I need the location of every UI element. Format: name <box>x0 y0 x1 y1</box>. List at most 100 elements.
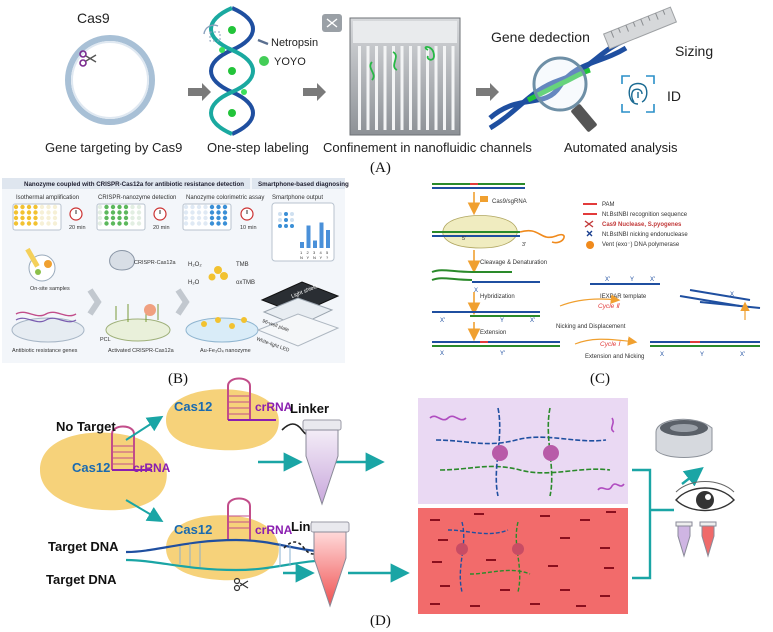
bar-label-5: 5 <box>326 250 329 255</box>
bar-1 <box>300 242 304 248</box>
well <box>136 210 142 215</box>
b-h2o2: H₂O₂ <box>188 262 202 268</box>
well <box>52 204 58 210</box>
d-cas12-bottom: Cas12 <box>174 522 212 537</box>
well <box>216 210 221 215</box>
c-legend-vent: Vent (exo⁻) DNA polymerase <box>602 242 680 248</box>
timer-icon-1 <box>69 207 83 221</box>
arrow-no-target <box>125 415 164 441</box>
panel-a-tag: (A) <box>370 160 391 176</box>
d-cas12-top: Cas12 <box>174 399 212 414</box>
sample-vial <box>25 247 56 282</box>
well <box>136 215 142 221</box>
nicking-x-icon <box>586 230 593 237</box>
panel-b: Nanozyme coupled with CRISPR-Cas12a for … <box>2 178 349 387</box>
mini-well <box>284 212 288 216</box>
timer-icon-3 <box>240 207 254 221</box>
b-nanozyme: Au-Fe₃O₄ nanozyme <box>200 348 251 354</box>
well <box>216 204 221 210</box>
chevron-1 <box>87 288 102 316</box>
c-3prime: 3' <box>522 242 526 248</box>
well <box>13 221 19 226</box>
c-cycle1: Cycle Ⅰ <box>600 341 621 348</box>
tube-purple <box>302 419 342 506</box>
panel-b-banner-text: Nanozyme coupled with CRISPR-Cas12a for … <box>24 181 244 188</box>
result-tubes <box>675 521 717 558</box>
well <box>52 215 58 221</box>
gene-dedection-label: Gene dedection <box>491 29 590 45</box>
well <box>13 215 19 221</box>
b-h2o: H₂O <box>188 280 200 286</box>
c-xp1: X' <box>440 318 445 324</box>
d-linker-top: Linker <box>290 401 329 416</box>
nanoparticle-2 <box>543 445 559 461</box>
d-target-dna-2: Target DNA <box>46 572 117 587</box>
netropsin-icon <box>257 38 269 46</box>
well <box>39 215 45 221</box>
b-col4: Smartphone output <box>272 195 323 201</box>
connector-bracket <box>632 468 674 580</box>
well <box>33 221 38 226</box>
d-crrna-top: crRNA <box>255 400 293 414</box>
ruler-icon <box>602 6 678 50</box>
template-strands: X' Y X' X <box>590 277 761 309</box>
bar-3 <box>313 240 317 248</box>
well <box>130 221 135 226</box>
dna-helix-labeled <box>209 6 255 136</box>
mini-well <box>290 212 294 216</box>
well <box>104 204 109 210</box>
c-xp-tmpl: X' <box>605 277 610 283</box>
nanochannel <box>451 46 455 130</box>
cas12a-protein <box>109 250 135 271</box>
bar-label-2: 2 <box>307 250 310 255</box>
well <box>123 221 129 226</box>
nanoparticle-3 <box>456 543 468 555</box>
scissors-icon-d <box>233 577 249 592</box>
plasmid-ring <box>65 35 155 125</box>
c-5prime: 5' <box>462 236 466 242</box>
c-legend: PAM Nt.BstNBI recognition sequence Cas9 … <box>583 202 688 249</box>
activated-well <box>105 304 171 342</box>
well <box>110 221 116 226</box>
well <box>97 204 103 210</box>
well <box>39 210 45 215</box>
mini-well <box>278 218 282 222</box>
step1-caption: Gene targeting by Cas9 <box>45 140 182 155</box>
well <box>216 215 221 221</box>
extended-duplex: X Y' <box>432 341 560 357</box>
nanoparticle-4 <box>512 543 524 555</box>
panel-a: Cas9 Netropsin YOYO <box>45 6 713 176</box>
c-yp-ext: Y' <box>500 351 505 357</box>
nanochannel <box>434 46 438 130</box>
panel-b-banner2-text: Smartphone-based diagnosing <box>258 181 349 188</box>
mini-well <box>290 224 294 228</box>
c-cleavage: Cleavage & Denaturation <box>480 260 547 266</box>
well <box>33 215 38 221</box>
d-cas12-left: Cas12 <box>72 460 110 475</box>
dotted-box-icon <box>203 24 221 42</box>
plate-green <box>96 203 146 231</box>
step4-caption: Automated analysis <box>564 140 678 155</box>
chevron-2 <box>175 288 190 316</box>
step2-caption: One-step labeling <box>207 140 309 155</box>
c-ext-nick: Extension and Nicking <box>585 354 644 360</box>
well <box>209 204 215 210</box>
yoyo-icon <box>259 56 269 66</box>
mini-well <box>284 224 288 228</box>
tube-red <box>310 521 350 608</box>
well <box>52 221 58 226</box>
c-y1: Y <box>500 318 504 324</box>
well <box>183 204 189 210</box>
well <box>203 204 208 210</box>
well <box>97 221 103 226</box>
b-col1: Isothermal amplification <box>16 195 79 201</box>
c-y-right: Y <box>700 352 704 358</box>
dsdna-top <box>432 183 525 189</box>
well <box>183 210 189 215</box>
well <box>209 215 215 221</box>
c-legend-cas9: Cas9 Nuclease, S.pyogenes <box>602 222 682 228</box>
panel-b-tag: (B) <box>168 371 188 387</box>
scissors-icon <box>79 50 97 67</box>
